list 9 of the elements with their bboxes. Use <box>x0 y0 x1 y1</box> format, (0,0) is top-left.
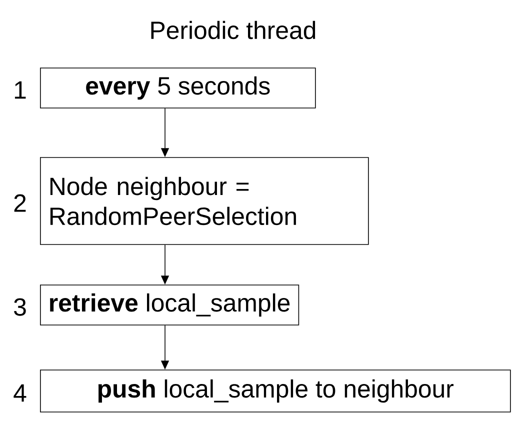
process-box: push local_sample to neighbour <box>40 370 511 412</box>
step-number: 3 <box>14 298 26 316</box>
process-box: Node neighbour = RandomPeerSelection <box>40 157 369 245</box>
process-box: every 5 seconds <box>40 68 316 108</box>
process-box: retrieve local_sample <box>40 284 300 326</box>
step-number: 4 <box>14 384 26 402</box>
title: Periodic thread <box>151 20 316 40</box>
step-number: 2 <box>14 194 26 212</box>
step-number: 1 <box>14 81 26 99</box>
